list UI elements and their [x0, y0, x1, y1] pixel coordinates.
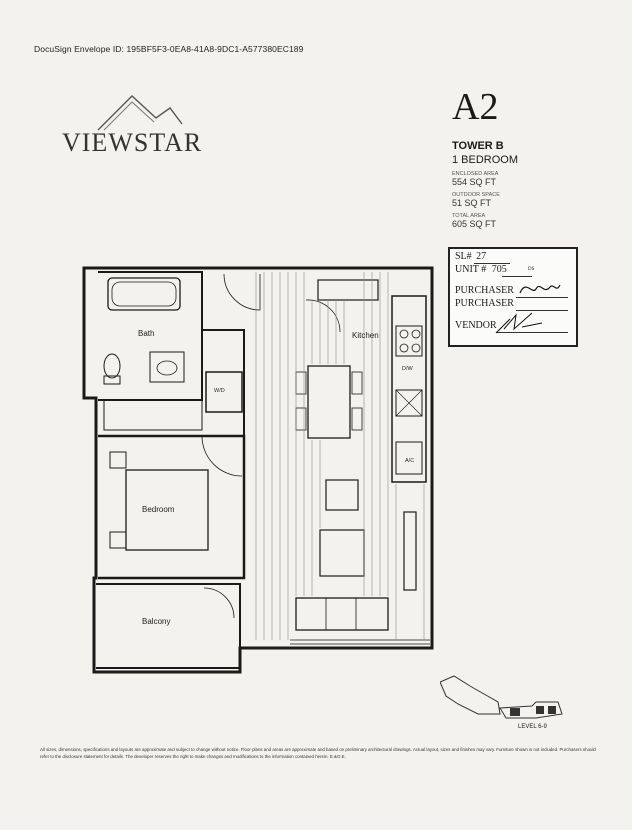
unit-value: 705 — [491, 264, 507, 275]
legal-footnote: All sizes, dimensions, specifications an… — [40, 747, 596, 759]
total-area-label: Total Area — [452, 213, 486, 219]
room-label-balcony: Balcony — [142, 617, 170, 626]
total-area-value: 605 SQ FT — [452, 219, 497, 229]
unit-label: UNIT # — [455, 264, 487, 275]
outdoor-area-label: Outdoor Space — [452, 192, 500, 198]
label-washer-dryer: W/D — [214, 388, 225, 394]
label-dishwasher: D/W — [402, 366, 414, 372]
docusign-envelope-id: DocuSign Envelope ID: 195BF5F3-0EA8-41A8… — [34, 44, 304, 54]
outdoor-area-value: 51 SQ FT — [452, 198, 492, 208]
sale-stamp-box: SL# 27 UNIT # 705 DS PURCHASER PURCHASER… — [448, 247, 578, 347]
sl-value: 27 — [476, 251, 487, 262]
tower-label: TOWER B — [452, 140, 504, 152]
sl-number-row: SL# 27 — [455, 251, 486, 262]
interior-area-value: 554 SQ FT — [452, 177, 497, 187]
label-ac: A/C — [405, 458, 414, 464]
viewstar-roof-logo-icon — [97, 95, 183, 131]
brand-wordmark: VIEWSTAR — [62, 128, 203, 157]
bedroom-count: 1 BEDROOM — [452, 154, 519, 166]
plan-code: A2 — [452, 86, 499, 128]
purchaser-label-2: PURCHASER — [455, 298, 514, 309]
room-label-kitchen: Kitchen — [352, 331, 379, 340]
unit-meta: TOWER B 1 BEDROOM Enclosed Area 554 SQ F… — [452, 140, 582, 229]
purchaser-label-1: PURCHASER — [455, 285, 514, 296]
key-plan-level: LEVEL 6-9 — [518, 724, 547, 730]
initials-tag: DS — [528, 267, 535, 272]
signature-marks-icon — [495, 284, 561, 334]
unit-number-row: UNIT # 705 — [455, 264, 507, 275]
vendor-label: VENDOR — [455, 320, 497, 331]
interior-area-label: Enclosed Area — [452, 171, 499, 177]
key-plan-map — [440, 675, 563, 719]
room-label-bedroom: Bedroom — [142, 505, 175, 514]
room-label-bath: Bath — [138, 329, 154, 338]
sl-label: SL# — [455, 251, 472, 262]
